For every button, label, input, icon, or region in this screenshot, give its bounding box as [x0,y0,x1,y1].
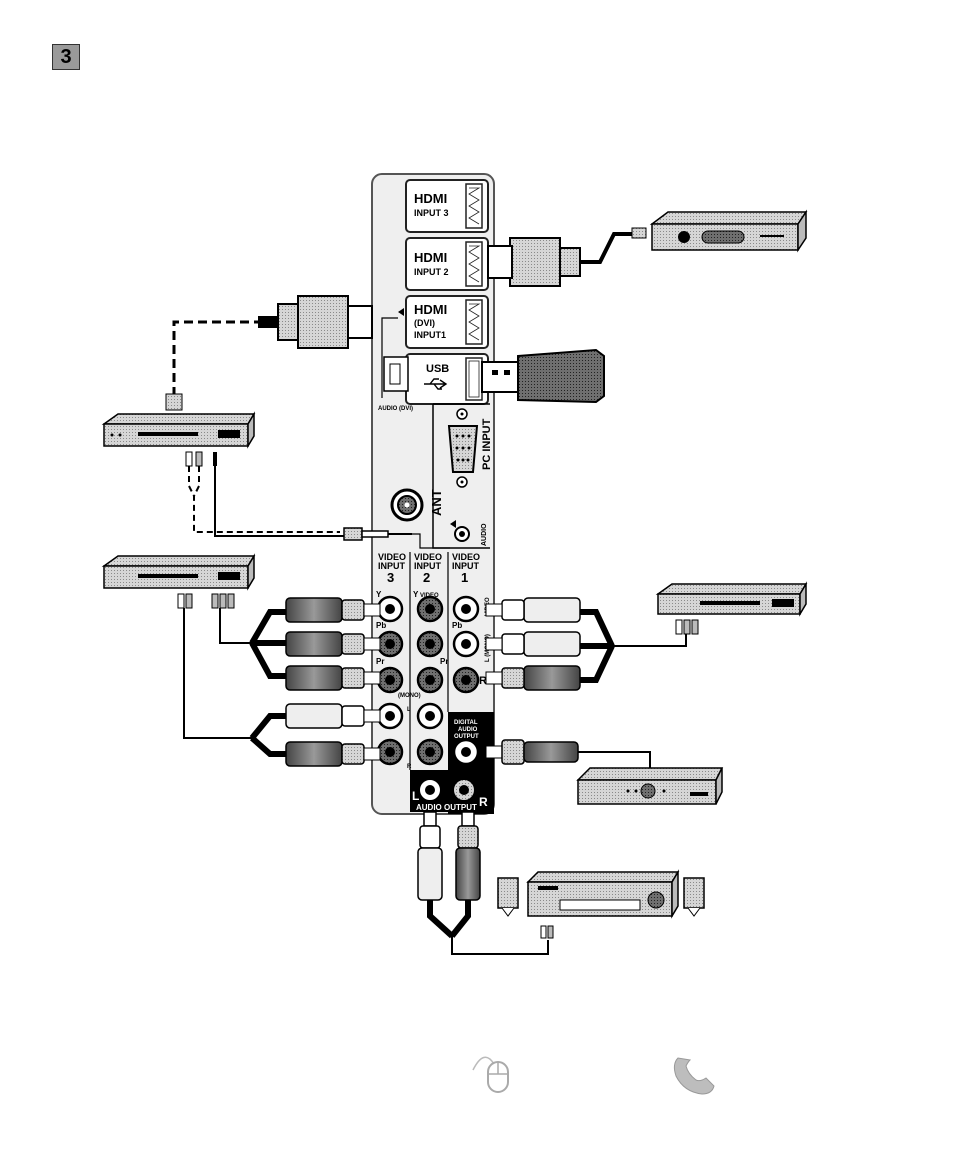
label-r-small: R [407,764,412,770]
label-y-2: Y [413,590,419,599]
label-y-3: Y [376,590,382,599]
hdmi-input-2-port[interactable]: HDMI INPUT 2 [406,238,488,290]
audio-output-r-label: R [479,795,488,809]
rca-jack[interactable] [418,668,442,692]
tv-rear-panel: HDMI INPUT 3 HDMI INPUT 2 HDMI (DVI) INP… [372,174,494,814]
usb-flash-drive [482,350,604,402]
audio-output-l-jack[interactable] [419,779,441,801]
digital-audio-output-line2: AUDIO [458,727,478,733]
rca-jack[interactable] [378,668,402,692]
hdmi-logo: HDMI [414,191,447,206]
rca-jack[interactable] [418,632,442,656]
digital-audio-output-jack[interactable] [454,740,478,764]
video-input-2-number: 2 [423,570,430,585]
ant-port[interactable] [392,490,422,520]
dvd-player-component [104,556,254,738]
speaker-left-icon [498,878,518,908]
audio-output-label: AUDIO OUTPUT [416,803,477,812]
audio-output-l-label: L [412,789,419,803]
hdmi-cable-left [166,296,372,410]
pc-input-vga-port[interactable] [449,426,477,472]
hdmi-input-1-label: INPUT1 [414,330,446,340]
rca-jack[interactable] [418,704,442,728]
rca-jack[interactable] [418,597,442,621]
hdmi-logo: HDMI [414,302,447,317]
hdmi-input-1-dvi-port[interactable]: HDMI (DVI) INPUT1 [398,296,488,348]
pc-input-label: PC INPUT [481,418,493,470]
label-mono: (MONO) [398,693,421,699]
digital-audio-output-line1: DIGITAL [454,720,478,726]
dvd-player-top-left [104,414,254,446]
amplifier-device [578,768,722,804]
mouse-icon [473,1057,508,1092]
component-audio-cables [252,704,380,766]
audio-input-label: AUDIO [481,523,488,546]
rca-jack[interactable] [378,597,402,621]
speaker-right-icon [684,878,704,908]
hdmi-dvi-label: (DVI) [414,318,435,328]
label-pb-1: Pb [452,621,462,630]
digital-audio-cable [486,740,650,770]
component-video-cables [252,598,380,690]
hdmi-input-3-label: INPUT 3 [414,208,449,218]
hdmi-input-3-port[interactable]: HDMI INPUT 3 [406,180,488,232]
audio-dvi-label: AUDIO (DVI) [378,406,413,412]
rca-jack[interactable] [378,740,402,764]
usb-drive-small-icon [384,357,408,391]
video-input-1-number: 1 [461,570,468,585]
usb-label: USB [426,363,449,375]
label-pr-2: Pr [440,657,448,666]
av-receiver-device [498,872,704,916]
video-input-3-number: 3 [387,570,394,585]
audio-output-r-jack[interactable] [453,779,475,801]
audio-input-jack[interactable] [455,527,469,541]
set-top-box-device [652,212,806,250]
hdmi-logo: HDMI [414,250,447,265]
dvd-player-composite [612,584,806,646]
composite-cables [486,598,612,690]
usb-port[interactable]: USB [406,354,488,404]
hdmi-input-2-label: INPUT 2 [414,267,449,277]
label-pb-3: Pb [376,621,386,630]
rca-jack[interactable] [454,668,478,692]
phone-icon [674,1058,714,1094]
rca-jack[interactable] [454,632,478,656]
label-pr-3: Pr [376,657,384,666]
rca-jack[interactable] [454,597,478,621]
ant-label: ANT [429,489,444,516]
label-l-small: L [407,707,411,713]
hdmi-cable-right [488,228,646,286]
rca-jack[interactable] [418,740,442,764]
rca-jack[interactable] [378,704,402,728]
rca-jack[interactable] [378,632,402,656]
